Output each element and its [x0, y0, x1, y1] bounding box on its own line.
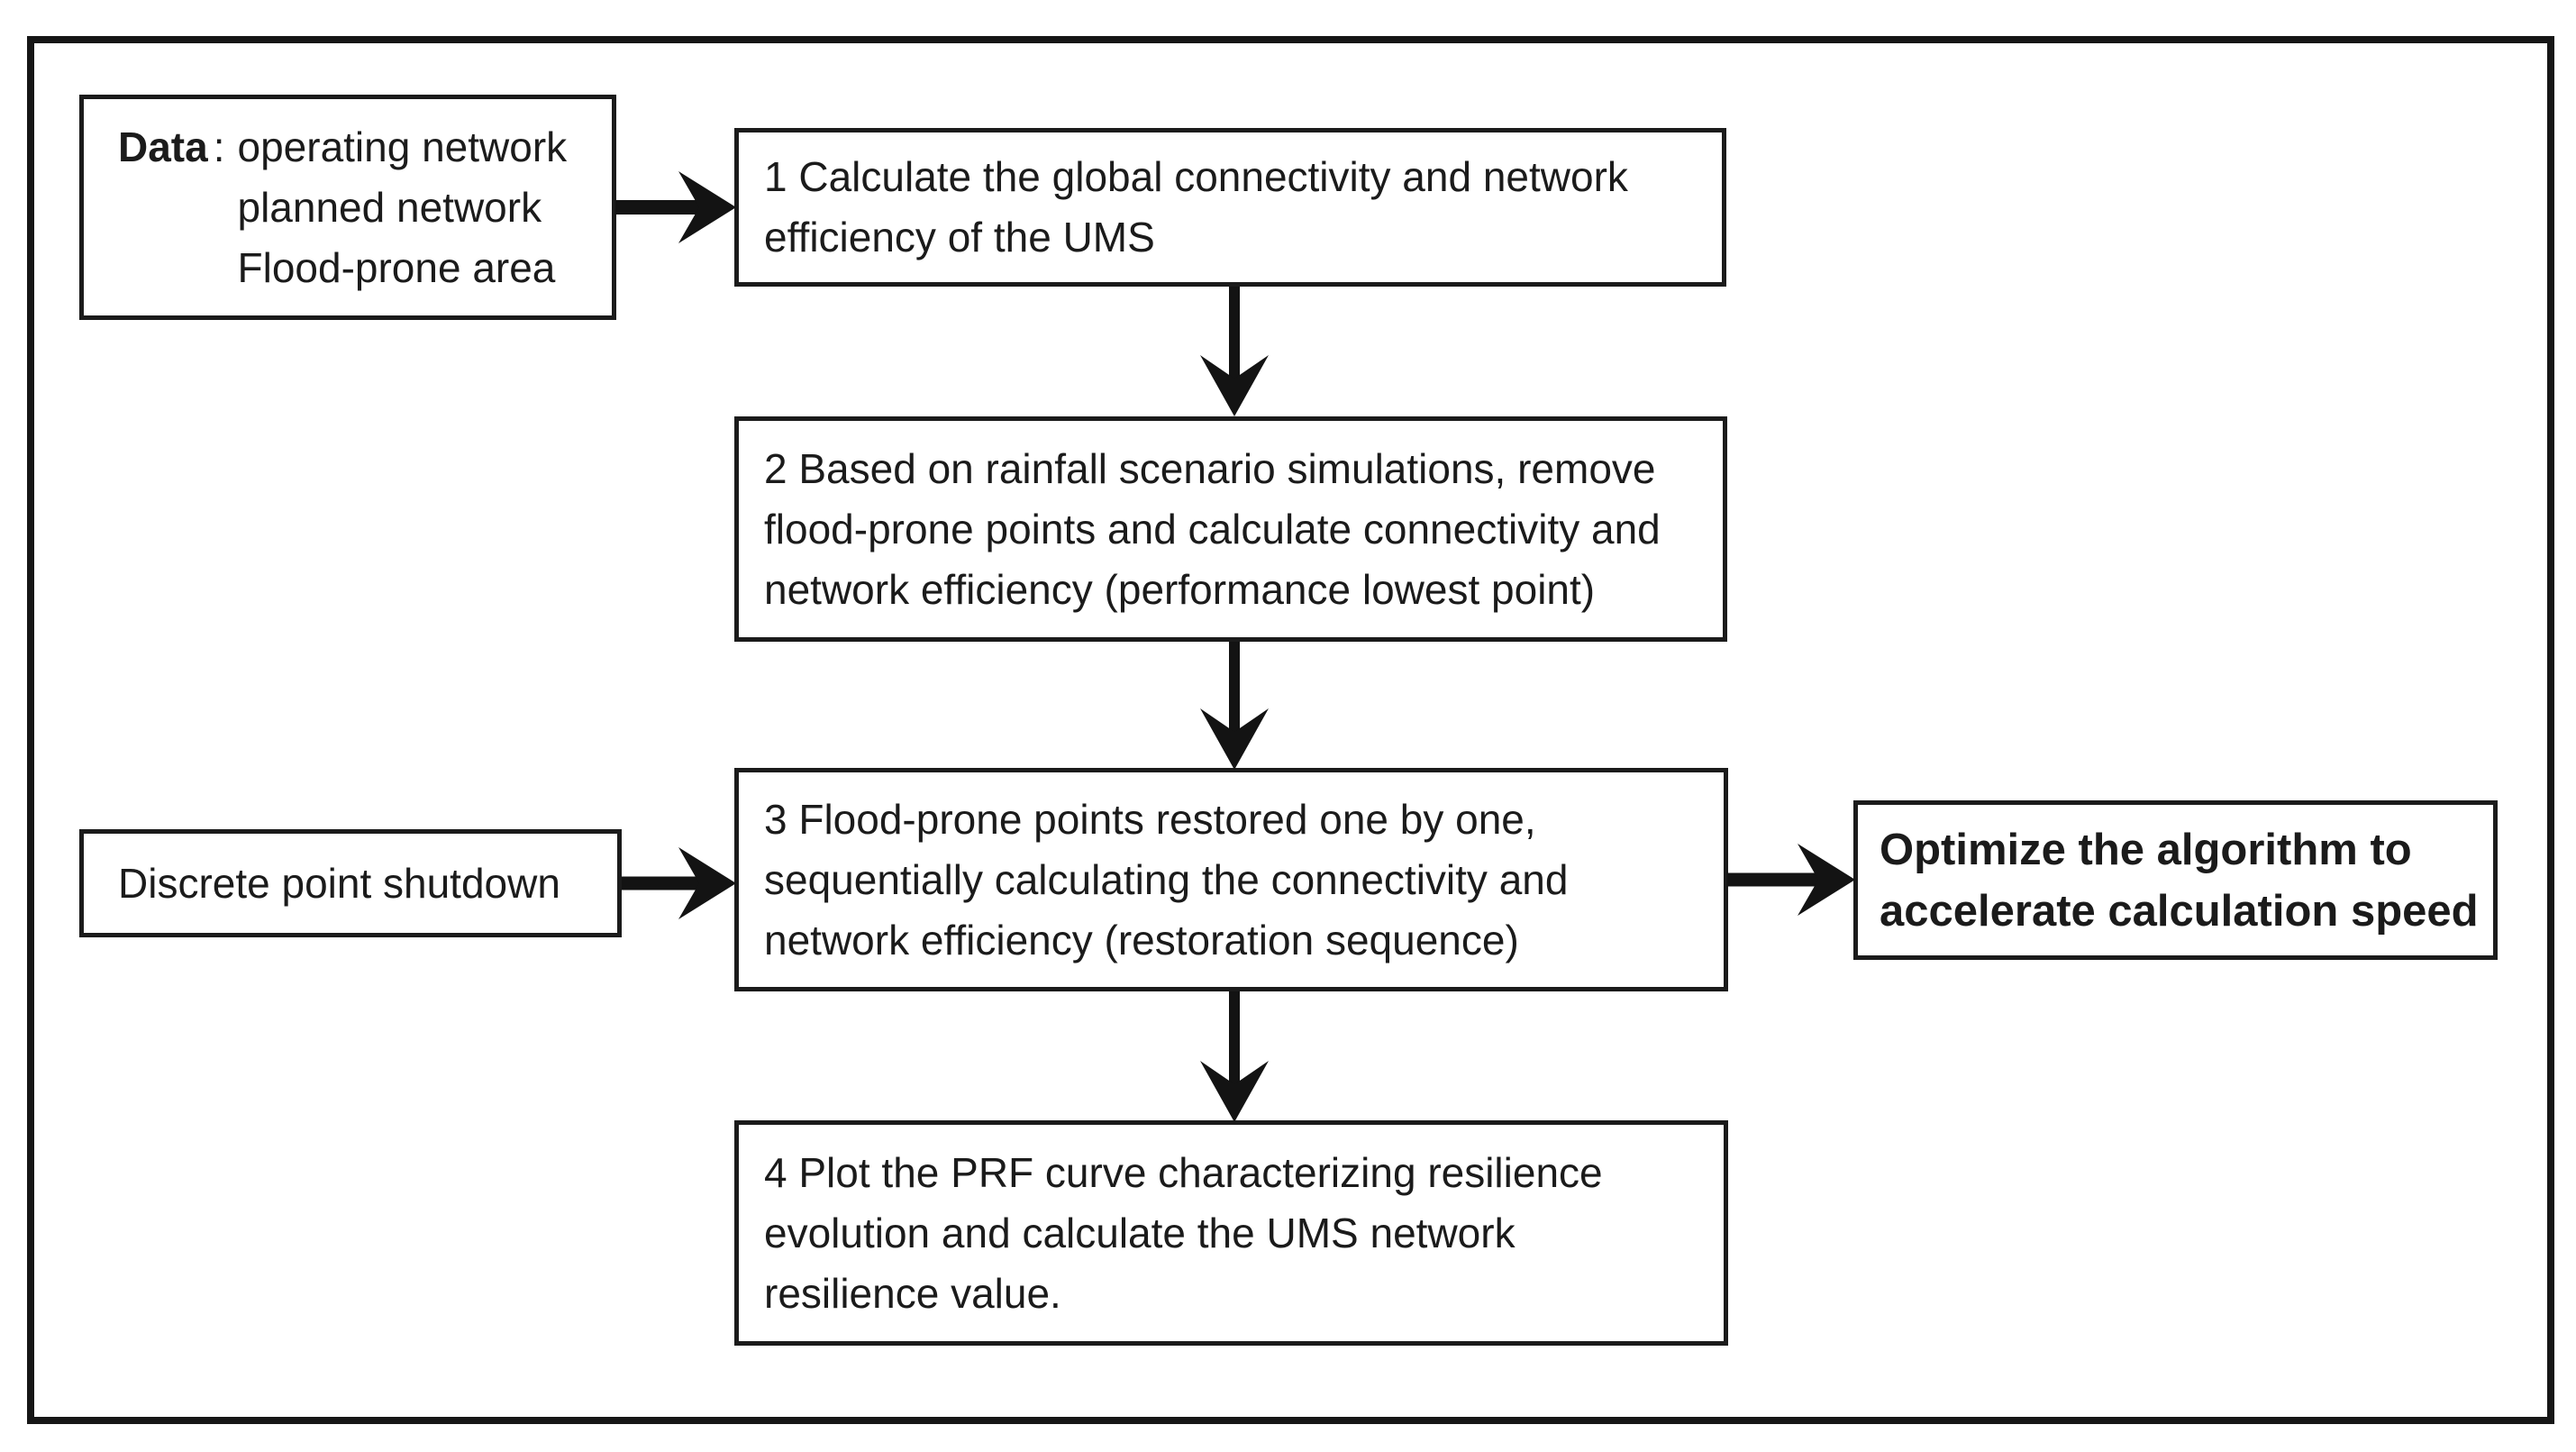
step-4-text: 4 Plot the PRF curve characterizing resi…: [764, 1148, 1603, 1317]
step-2-text: 2 Based on rainfall scenario simulations…: [764, 444, 1661, 613]
step-2-box: 2 Based on rainfall scenario simulations…: [734, 416, 1727, 642]
data-label: Data: [118, 123, 208, 170]
step-3-box: 3 Flood-prone points restored one by one…: [734, 768, 1728, 991]
step-1-box: 1 Calculate the global connectivity and …: [734, 128, 1726, 287]
step-4-box: 4 Plot the PRF curve characterizing resi…: [734, 1120, 1728, 1346]
discrete-point-shutdown-text: Discrete point shutdown: [118, 859, 560, 907]
data-colon: :: [213, 123, 225, 170]
step-1-text: 1 Calculate the global connectivity and …: [764, 153, 1628, 260]
step-3-text: 3 Flood-prone points restored one by one…: [764, 795, 1569, 963]
discrete-point-shutdown-box: Discrete point shutdown: [79, 829, 622, 937]
